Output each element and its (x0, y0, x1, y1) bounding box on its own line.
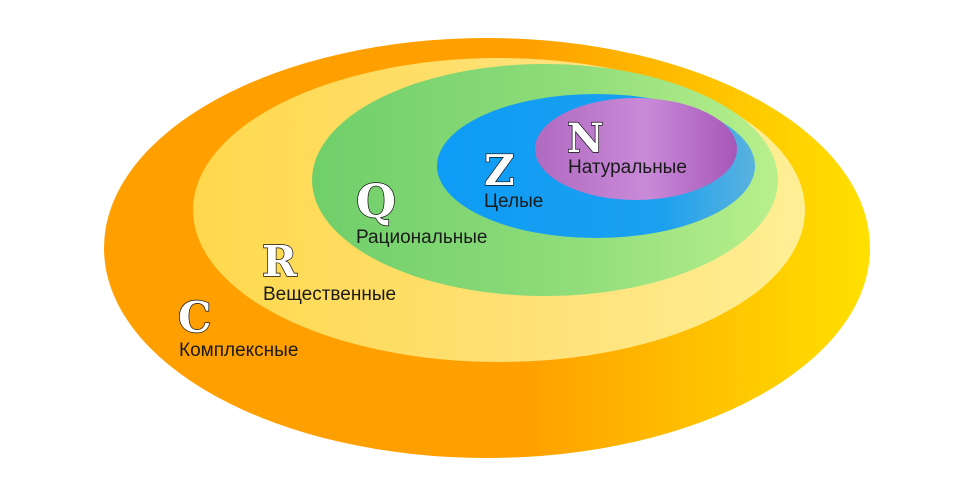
natural-label: Натуральные (568, 157, 687, 178)
natural-symbol: N (567, 115, 604, 162)
rational-symbol: Q (356, 174, 396, 228)
complex-symbol: C (178, 293, 211, 342)
real-symbol: R (262, 237, 298, 286)
rational-label: Рациональные (356, 227, 487, 248)
complex-label: Комплексные (179, 340, 298, 361)
integer-symbol: Z (484, 146, 515, 195)
natural-set-ellipse (535, 98, 737, 200)
real-label: Вещественные (263, 284, 396, 305)
integer-label: Целые (484, 191, 543, 212)
